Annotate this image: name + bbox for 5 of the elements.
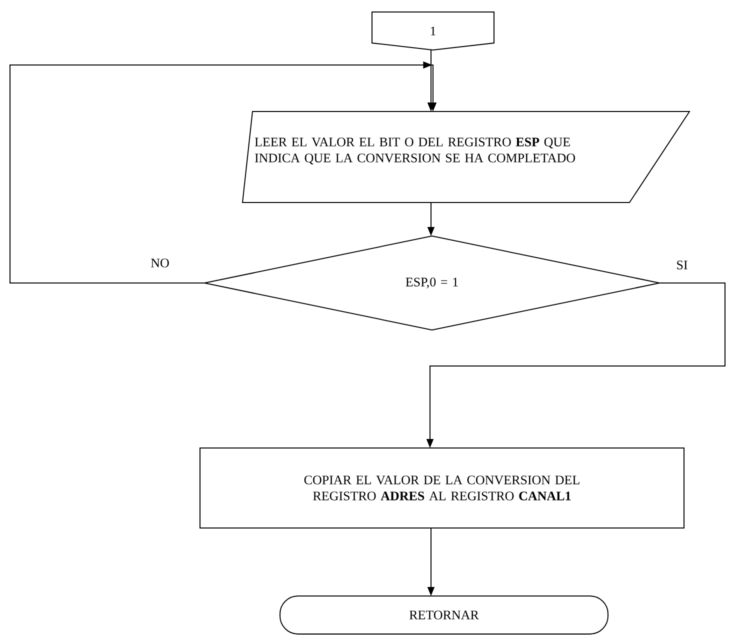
loop-arrow bbox=[10, 61, 437, 284]
edge-label: SI bbox=[677, 260, 688, 270]
off-page-connector: 1 bbox=[372, 12, 494, 50]
process-box: COPIAR EL VALOR DE LA CONVERSION DEL REGISTRO ADRES AL REGISTRO CANAL1 bbox=[200, 448, 684, 528]
edge-label: NO bbox=[151, 258, 169, 268]
